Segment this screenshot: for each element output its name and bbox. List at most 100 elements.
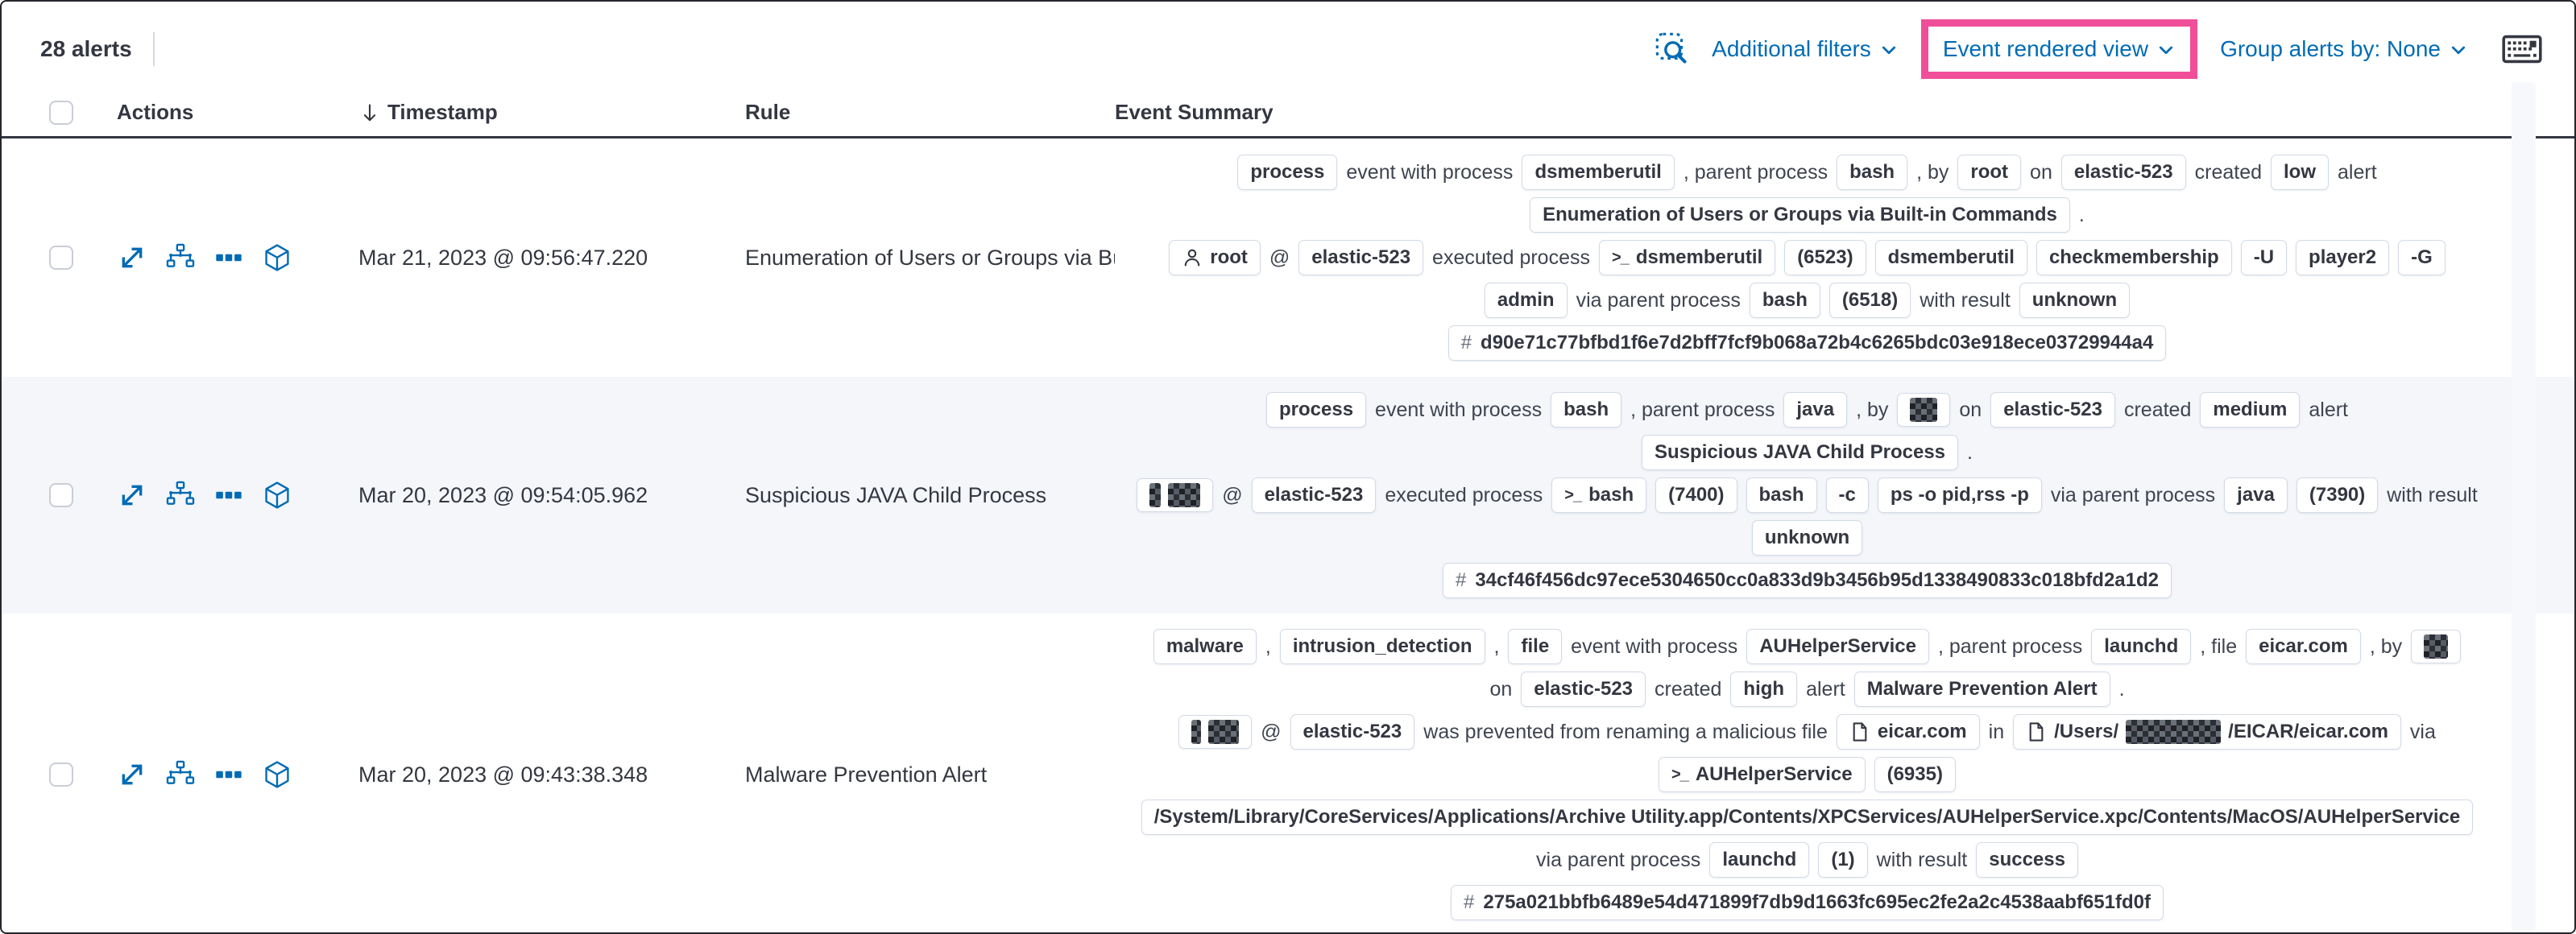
field-badge[interactable]: success (1976, 842, 2078, 878)
field-badge[interactable]: /Users//EICAR/eicar.com (2013, 714, 2401, 750)
analyze-event-icon[interactable] (165, 480, 196, 510)
field-badge[interactable]: (6523) (1784, 240, 1866, 275)
field-badge[interactable] (1137, 478, 1214, 512)
field-badge[interactable]: file (1508, 629, 1563, 664)
summary-line: #34cf46f456dc97ece5304650cc0a833d9b3456b… (1442, 562, 2172, 599)
field-badge[interactable]: >_bash (1551, 477, 1647, 513)
redacted-value (1910, 398, 1938, 422)
field-badge[interactable]: #275a021bbfb6489e54d471899f7db9d1663fc69… (1451, 885, 2164, 920)
more-actions-icon[interactable] (213, 242, 244, 273)
field-badge[interactable]: checkmembership (2036, 240, 2232, 275)
field-badge[interactable]: eicar.com (2246, 629, 2361, 664)
field-badge[interactable]: bash (1746, 477, 1817, 513)
summary-text: created (2123, 398, 2192, 421)
field-badge[interactable]: bash (1749, 283, 1820, 318)
field-badge[interactable] (2411, 630, 2462, 663)
field-badge[interactable]: -c (1825, 477, 1869, 513)
analyze-event-icon[interactable] (165, 759, 196, 790)
field-badge[interactable]: Malware Prevention Alert (1853, 672, 2110, 707)
field-badge[interactable]: intrusion_detection (1279, 629, 1485, 664)
field-badge[interactable]: (7390) (2296, 477, 2379, 513)
field-badge[interactable]: launchd (1709, 842, 1810, 878)
field-badge[interactable]: unknown (2019, 283, 2131, 318)
field-badge[interactable]: (7400) (1655, 477, 1737, 513)
row-checkbox[interactable] (49, 246, 73, 270)
field-badge[interactable]: (6518) (1828, 283, 1911, 318)
field-badge[interactable] (1897, 393, 1951, 427)
field-badge[interactable]: elastic-523 (1251, 477, 1377, 513)
summary-text: with result (2387, 483, 2478, 506)
vertical-scrollbar[interactable] (2512, 82, 2536, 931)
field-badge[interactable]: elastic-523 (1990, 392, 2115, 428)
open-session-view-icon[interactable] (262, 480, 292, 510)
field-badge[interactable]: elastic-523 (1290, 714, 1415, 750)
rule-name: Suspicious JAVA Child Process (745, 482, 1047, 507)
badge-text: launchd (2104, 635, 2179, 658)
field-badge[interactable]: /System/Library/CoreServices/Application… (1141, 800, 2474, 835)
group-alerts-by-selector[interactable]: Group alerts by: None (2220, 36, 2468, 62)
view-details-icon[interactable] (117, 759, 147, 790)
summary-text: via parent process (1576, 288, 1741, 312)
field-badge[interactable]: java (2224, 477, 2288, 513)
field-badge[interactable]: bash (1837, 155, 1908, 190)
group-alerts-label: Group alerts by: None (2220, 36, 2441, 61)
column-header-rule[interactable]: Rule (745, 100, 1115, 125)
select-all-checkbox[interactable] (49, 100, 73, 125)
additional-filters-button[interactable]: Additional filters (1712, 36, 1899, 62)
summary-text: , parent process (1937, 634, 2083, 658)
inspect-icon[interactable] (1654, 31, 1691, 68)
field-badge[interactable]: dsmemberutil (1874, 240, 2027, 275)
field-badge[interactable]: player2 (2296, 240, 2390, 275)
field-badge[interactable]: high (1730, 672, 1798, 707)
field-badge[interactable]: >_dsmemberutil (1599, 240, 1776, 275)
field-badge[interactable]: eicar.com (1836, 714, 1980, 750)
view-details-icon[interactable] (117, 480, 147, 510)
user-icon (1182, 247, 1203, 268)
field-badge[interactable]: bash (1551, 392, 1622, 428)
column-header-timestamp[interactable]: Timestamp (358, 100, 745, 125)
field-badge[interactable]: (1) (1818, 842, 1868, 878)
field-badge[interactable]: process (1265, 392, 1367, 428)
badge-text: elastic-523 (1302, 721, 1402, 743)
field-badge[interactable]: root (1957, 155, 2022, 190)
field-badge[interactable]: -G (2398, 240, 2446, 275)
field-badge[interactable]: Suspicious JAVA Child Process (1642, 435, 1959, 470)
field-badge[interactable]: low (2271, 155, 2330, 190)
field-badge[interactable]: unknown (1751, 520, 1863, 556)
field-badge[interactable]: ps -o pid,rss -p (1877, 477, 2042, 513)
analyze-event-icon[interactable] (165, 242, 196, 273)
field-badge[interactable]: #34cf46f456dc97ece5304650cc0a833d9b3456b… (1442, 563, 2172, 598)
row-checkbox[interactable] (49, 483, 73, 507)
more-actions-icon[interactable] (213, 480, 244, 510)
row-actions-cell (117, 759, 358, 790)
field-badge[interactable]: java (1783, 392, 1848, 428)
field-badge[interactable]: -U (2240, 240, 2288, 275)
summary-text: created (2194, 160, 2263, 184)
field-badge[interactable] (1178, 715, 1253, 749)
field-badge[interactable]: medium (2200, 392, 2301, 428)
field-badge[interactable]: elastic-523 (1521, 672, 1646, 707)
field-badge[interactable]: admin (1484, 283, 1568, 318)
open-session-view-icon[interactable] (262, 759, 292, 790)
field-badge[interactable]: >_AUHelperService (1659, 757, 1866, 792)
view-selector-button[interactable]: Event rendered view (1943, 36, 2176, 62)
field-badge[interactable]: elastic-523 (2060, 155, 2186, 190)
field-badge[interactable]: elastic-523 (1298, 240, 1424, 275)
field-badge[interactable]: Enumeration of Users or Groups via Built… (1530, 197, 2070, 233)
more-actions-icon[interactable] (213, 759, 244, 790)
field-badge[interactable]: launchd (2091, 629, 2192, 664)
field-badge[interactable]: #d90e71c77bfbd1f6e7d2bff7fcf9b068a72b4c6… (1447, 325, 2167, 361)
field-badge[interactable]: AUHelperService (1746, 629, 1929, 664)
field-badge[interactable]: (6935) (1874, 757, 1956, 792)
field-badge[interactable]: root (1169, 240, 1261, 275)
summary-text: created (1655, 677, 1722, 700)
view-details-icon[interactable] (117, 242, 147, 273)
open-session-view-icon[interactable] (262, 242, 292, 273)
row-checkbox[interactable] (49, 762, 73, 787)
field-badge[interactable]: malware (1153, 629, 1257, 664)
summary-text: . (2118, 677, 2125, 700)
field-badge[interactable]: process (1237, 155, 1338, 190)
field-badge[interactable]: dsmemberutil (1522, 155, 1675, 190)
keyboard-icon[interactable] (2502, 34, 2542, 64)
